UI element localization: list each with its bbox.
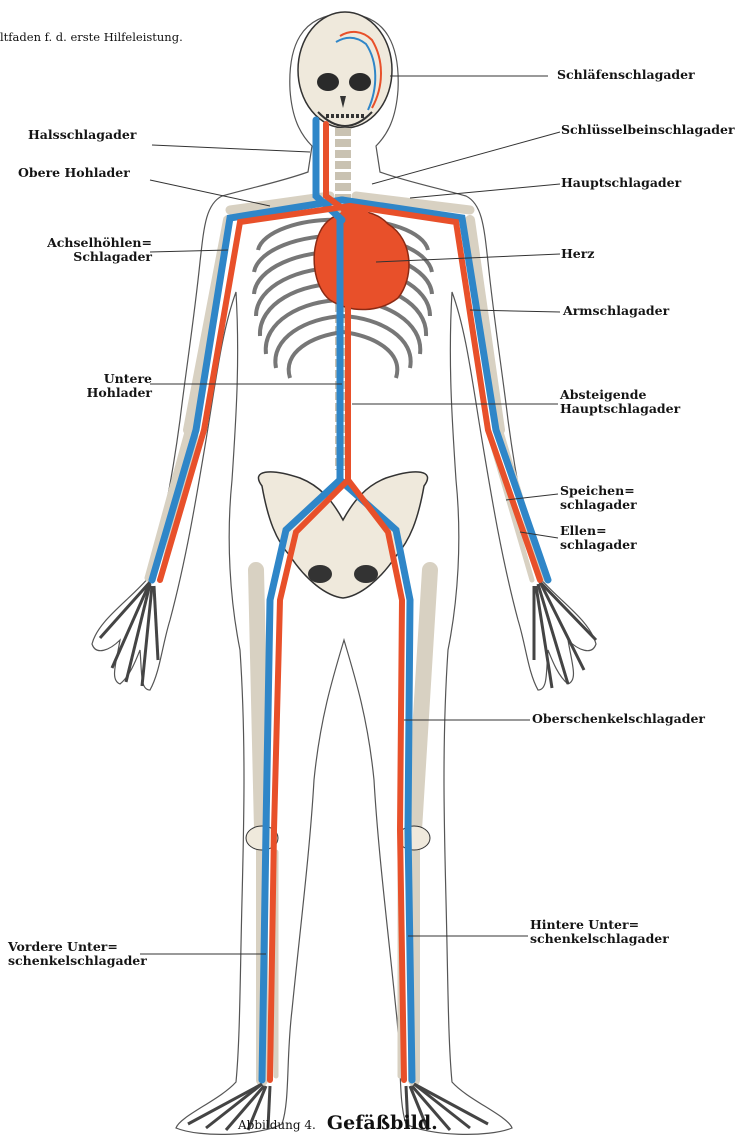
label-radial-artery: Speichen= schlagader [560, 484, 637, 512]
right-obturator [354, 565, 378, 583]
figure-title: Gefäßbild. [327, 1112, 438, 1134]
label-aorta: Hauptschlagader [561, 176, 681, 190]
label-posterior-tibial-line1: Hintere Unter= [530, 918, 669, 932]
left-eye-socket [317, 73, 339, 91]
label-brachial-artery: Armschlagader [563, 304, 669, 318]
label-femoral-artery: Oberschenkelschlagader [532, 712, 705, 726]
right-eye-socket [349, 73, 371, 91]
label-carotid-artery: Halsschlagader [28, 128, 136, 142]
label-radial-line1: Speichen= [560, 484, 637, 498]
label-ulnar-line2: schlagader [560, 538, 637, 552]
label-heart: Herz [561, 247, 594, 261]
label-anterior-tibial-line1: Vordere Unter= [8, 940, 147, 954]
figure-number: Abbildung 4. [238, 1118, 316, 1132]
left-obturator [308, 565, 332, 583]
label-posterior-tibial-artery: Hintere Unter= schenkelschlagader [530, 918, 669, 946]
figure-caption: Abbildung 4. Gefäßbild. [238, 1112, 438, 1134]
header-text: ltfaden f. d. erste Hilfeleistung. [0, 30, 183, 44]
label-ulnar-artery: Ellen= schlagader [560, 524, 637, 552]
label-axillary-line2: Schlagader [30, 250, 152, 264]
label-inferior-vena-cava: Untere Hohlader [60, 372, 152, 400]
label-posterior-tibial-line2: schenkelschlagader [530, 932, 669, 946]
label-ulnar-line1: Ellen= [560, 524, 637, 538]
label-descending-aorta-line1: Absteigende [560, 388, 680, 402]
label-axillary-line1: Achselhöhlen= [30, 236, 152, 250]
label-anterior-tibial-line2: schenkelschlagader [8, 954, 147, 968]
label-axillary-artery: Achselhöhlen= Schlagader [30, 236, 152, 264]
label-superior-vena-cava: Obere Hohlader [18, 166, 130, 180]
label-inferior-vena-cava-line2: Hohlader [60, 386, 152, 400]
label-descending-aorta: Absteigende Hauptschlagader [560, 388, 680, 416]
skull [298, 12, 392, 128]
label-subclavian-artery: Schlüsselbeinschlagader [561, 123, 735, 137]
label-radial-line2: schlagader [560, 498, 637, 512]
label-descending-aorta-line2: Hauptschlagader [560, 402, 680, 416]
label-temporal-artery: Schläfenschlagader [557, 68, 695, 82]
label-anterior-tibial-artery: Vordere Unter= schenkelschlagader [8, 940, 147, 968]
label-inferior-vena-cava-line1: Untere [60, 372, 152, 386]
